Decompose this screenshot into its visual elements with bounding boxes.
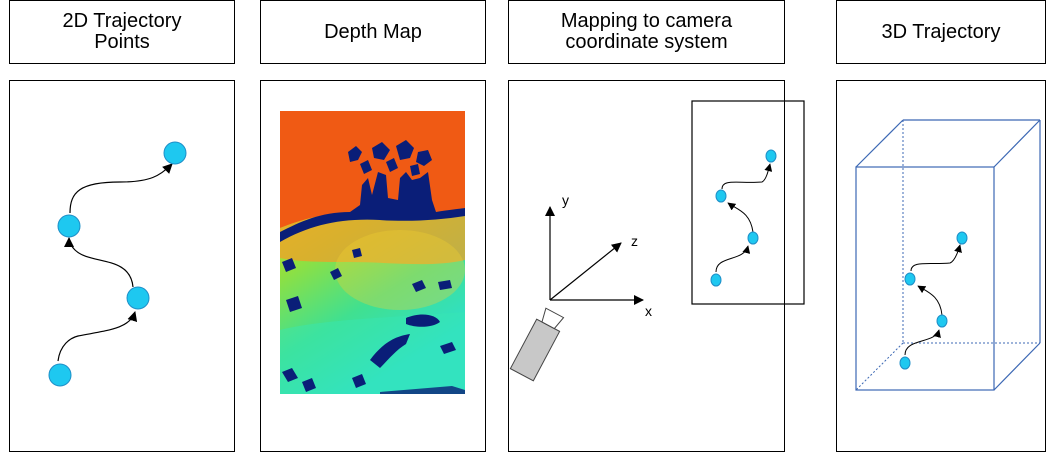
- depth-map-image: [280, 111, 465, 394]
- trajectory-arrow-2: [727, 202, 754, 233]
- trajectory-arrow-1: [715, 245, 751, 273]
- trajectory-point: [936, 314, 948, 328]
- trajectory-point: [956, 231, 968, 245]
- header-mapping-to-camera: Mapping to camera coordinate system: [508, 0, 785, 64]
- header-3d-trajectory: 3D Trajectory: [836, 0, 1046, 64]
- axis-z-label: z: [631, 233, 638, 249]
- trajectory-arrow-3: [910, 244, 962, 272]
- trajectory-arrow-1: [57, 311, 138, 362]
- trajectory-arrow-3: [69, 163, 173, 214]
- axis-y-label: y: [562, 192, 569, 208]
- trajectory-point: [163, 141, 187, 165]
- trajectory-point: [899, 356, 911, 370]
- trajectory-point: [904, 272, 916, 286]
- panel-2d-trajectory: [9, 80, 235, 452]
- trajectory-arrow-3: [721, 163, 773, 190]
- trajectory-arrow-1: [904, 329, 941, 356]
- axis-z: [549, 242, 622, 301]
- trajectory-point: [715, 189, 727, 203]
- trajectory-3d: [855, 119, 1041, 391]
- axis-x-label: x: [645, 303, 652, 319]
- trajectory-point: [765, 149, 777, 163]
- box-front-face: [855, 166, 995, 391]
- trajectory-point: [747, 231, 759, 245]
- camera-icon: [509, 307, 565, 382]
- trajectory-point: [48, 363, 72, 387]
- camera-coordinate-system: y x z: [509, 100, 805, 382]
- header-2d-trajectory-points: 2D Trajectory Points: [9, 0, 235, 64]
- trajectory-point: [57, 214, 81, 238]
- trajectory-2d: [48, 141, 187, 387]
- trajectory-arrow-2: [64, 237, 134, 288]
- trajectory-arrow-2: [917, 285, 943, 316]
- image-plane-frame: [691, 100, 805, 305]
- trajectory-point: [710, 273, 722, 287]
- trajectory-point: [126, 286, 150, 310]
- header-depth-map: Depth Map: [260, 0, 486, 64]
